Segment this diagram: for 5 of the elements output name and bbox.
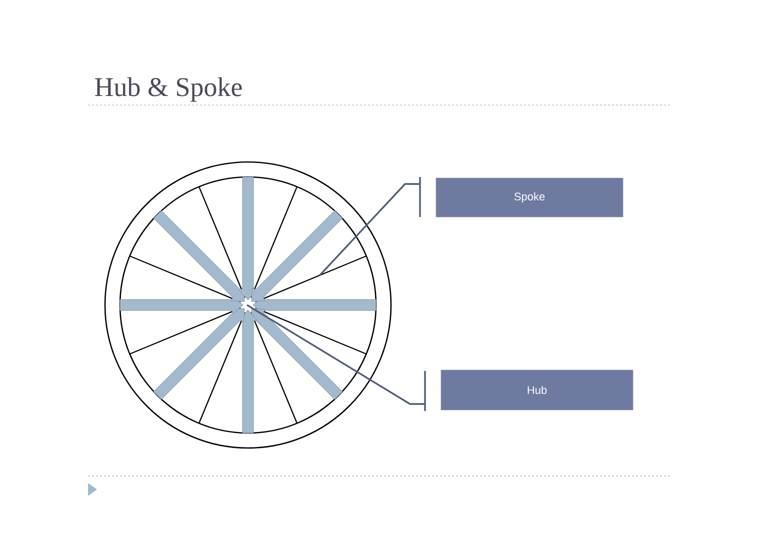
title: Hub & Spoke — [95, 77, 242, 102]
leader-line — [246, 304, 426, 412]
leader-line — [319, 176, 421, 276]
label-box: Hub — [440, 370, 634, 410]
label-box: Spoke — [436, 178, 624, 218]
